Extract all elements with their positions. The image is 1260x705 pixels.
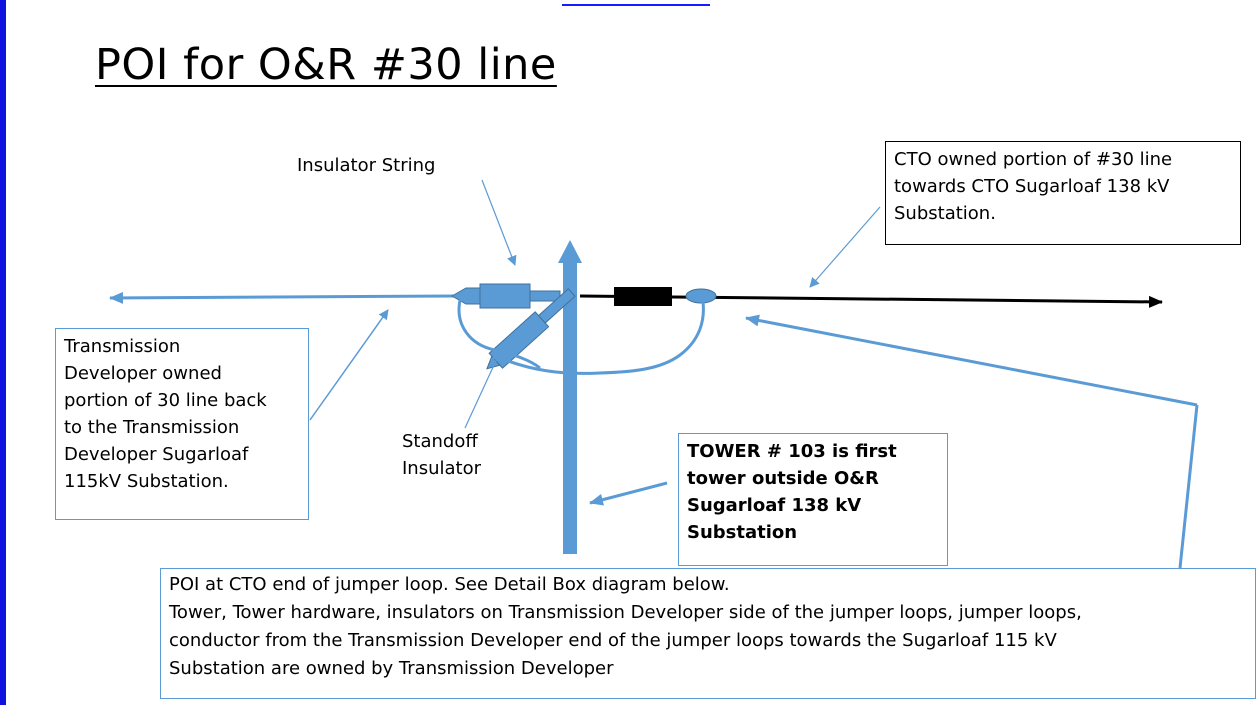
standoff-insulator-label: Standoff Insulator <box>402 431 482 479</box>
poi-note-box: POI at CTO end of jumper loop. See Detai… <box>160 568 1256 699</box>
developer-portion-box: Transmission Developer owned portion of … <box>55 328 309 520</box>
insulator-string-body <box>479 283 531 309</box>
insulator-string-rod <box>529 290 561 302</box>
insulator-string-connector <box>450 287 481 305</box>
jumper-loop-main <box>499 301 705 375</box>
cto-conductor-line <box>579 294 1163 308</box>
cto-insulator <box>614 287 672 306</box>
top-link-underline <box>562 0 710 6</box>
tower-note-box: TOWER # 103 is first tower outside O&R S… <box>678 433 948 566</box>
pointer-poi-upper <box>745 314 1198 407</box>
left-border-bar <box>0 0 6 705</box>
pointer-poi-lower <box>1178 404 1199 569</box>
poi-connection-ellipse <box>685 288 717 304</box>
pointer-tower <box>589 481 668 506</box>
slide-title: POI for O&R #30 line <box>95 40 557 90</box>
jumper-loop-left <box>457 299 541 370</box>
pointer-cto-portion <box>809 206 881 288</box>
pointer-developer-portion <box>309 309 389 421</box>
pointer-standoff-insulator <box>464 351 501 429</box>
developer-conductor-line <box>109 291 456 304</box>
pointer-insulator-string <box>481 179 517 266</box>
tower-pole <box>563 262 577 554</box>
insulator-string-label: Insulator String <box>297 155 436 176</box>
cto-portion-box: CTO owned portion of #30 line towards CT… <box>885 141 1241 245</box>
tower-arrow-head <box>558 240 582 263</box>
